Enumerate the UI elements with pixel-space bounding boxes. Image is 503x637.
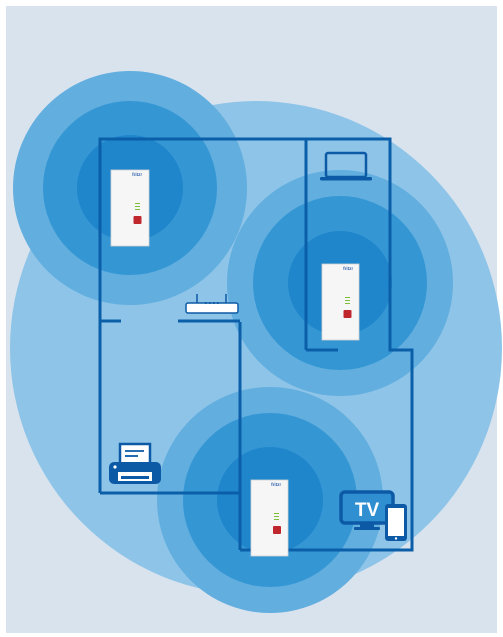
powerline-adapter-top-left: fritz! bbox=[111, 170, 149, 246]
tv-label: TV bbox=[355, 500, 380, 521]
device-brand-label: fritz! bbox=[132, 172, 142, 177]
connect-button bbox=[344, 310, 352, 318]
device-brand-label: fritz! bbox=[343, 266, 353, 271]
connect-button bbox=[273, 526, 281, 534]
device-brand-label: fritz! bbox=[271, 482, 281, 487]
connect-button bbox=[134, 216, 142, 224]
powerline-adapter-bottom: fritz! bbox=[251, 480, 288, 556]
tablet-icon bbox=[385, 504, 407, 541]
powerline-adapter-right: fritz! bbox=[322, 264, 359, 340]
